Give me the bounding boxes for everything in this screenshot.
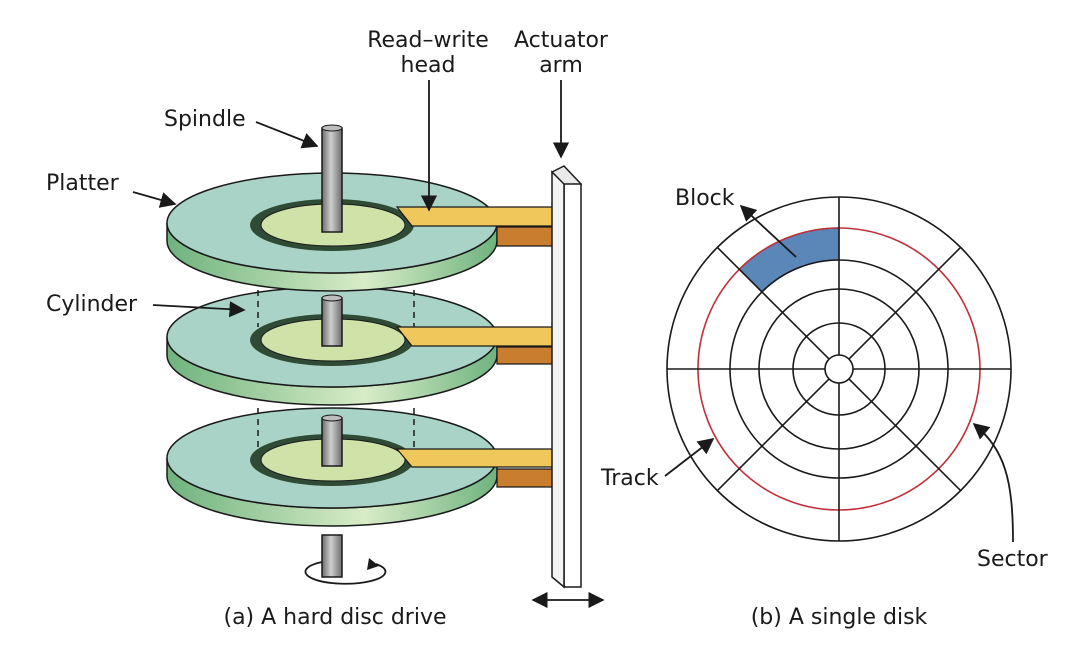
track-label: Track: [600, 466, 659, 491]
hard-disc-drive: Read–write head Actuator arm Spindle Pla…: [46, 28, 609, 630]
spindle-bottom: [321, 534, 343, 578]
track-pointer: [664, 438, 715, 477]
drive-caption: (a) A hard disc drive: [223, 605, 446, 630]
single-disk: Block Track Sector (b) A single disk: [600, 186, 1049, 630]
actuator-arm-label-1: Actuator: [514, 28, 609, 53]
cylinder-pointer: [152, 301, 246, 318]
sector-label: Sector: [977, 547, 1049, 572]
rotation-arrow-icon: [304, 558, 387, 585]
spindle-pointer: [255, 121, 319, 149]
read-write-head-label-2: head: [401, 53, 456, 78]
actuator-arm-label-2: arm: [539, 53, 583, 78]
block-pointer: [739, 204, 797, 258]
platter-label: Platter: [46, 171, 120, 196]
platter-pointer: [132, 191, 177, 208]
actuator-arm: [550, 165, 583, 589]
block-label: Block: [675, 186, 735, 211]
read-write-heads: [395, 206, 568, 488]
disk-caption: (b) A single disk: [751, 605, 928, 630]
disk-hub: [824, 354, 854, 384]
read-write-head-label-1: Read–write: [367, 28, 489, 53]
spindle-label: Spindle: [164, 107, 246, 132]
sector-lines: [667, 197, 1011, 541]
cylinder-label: Cylinder: [46, 292, 138, 317]
sector-pointer: [972, 422, 1014, 543]
cylinder-lines: [257, 290, 415, 448]
spindle: [321, 124, 343, 233]
